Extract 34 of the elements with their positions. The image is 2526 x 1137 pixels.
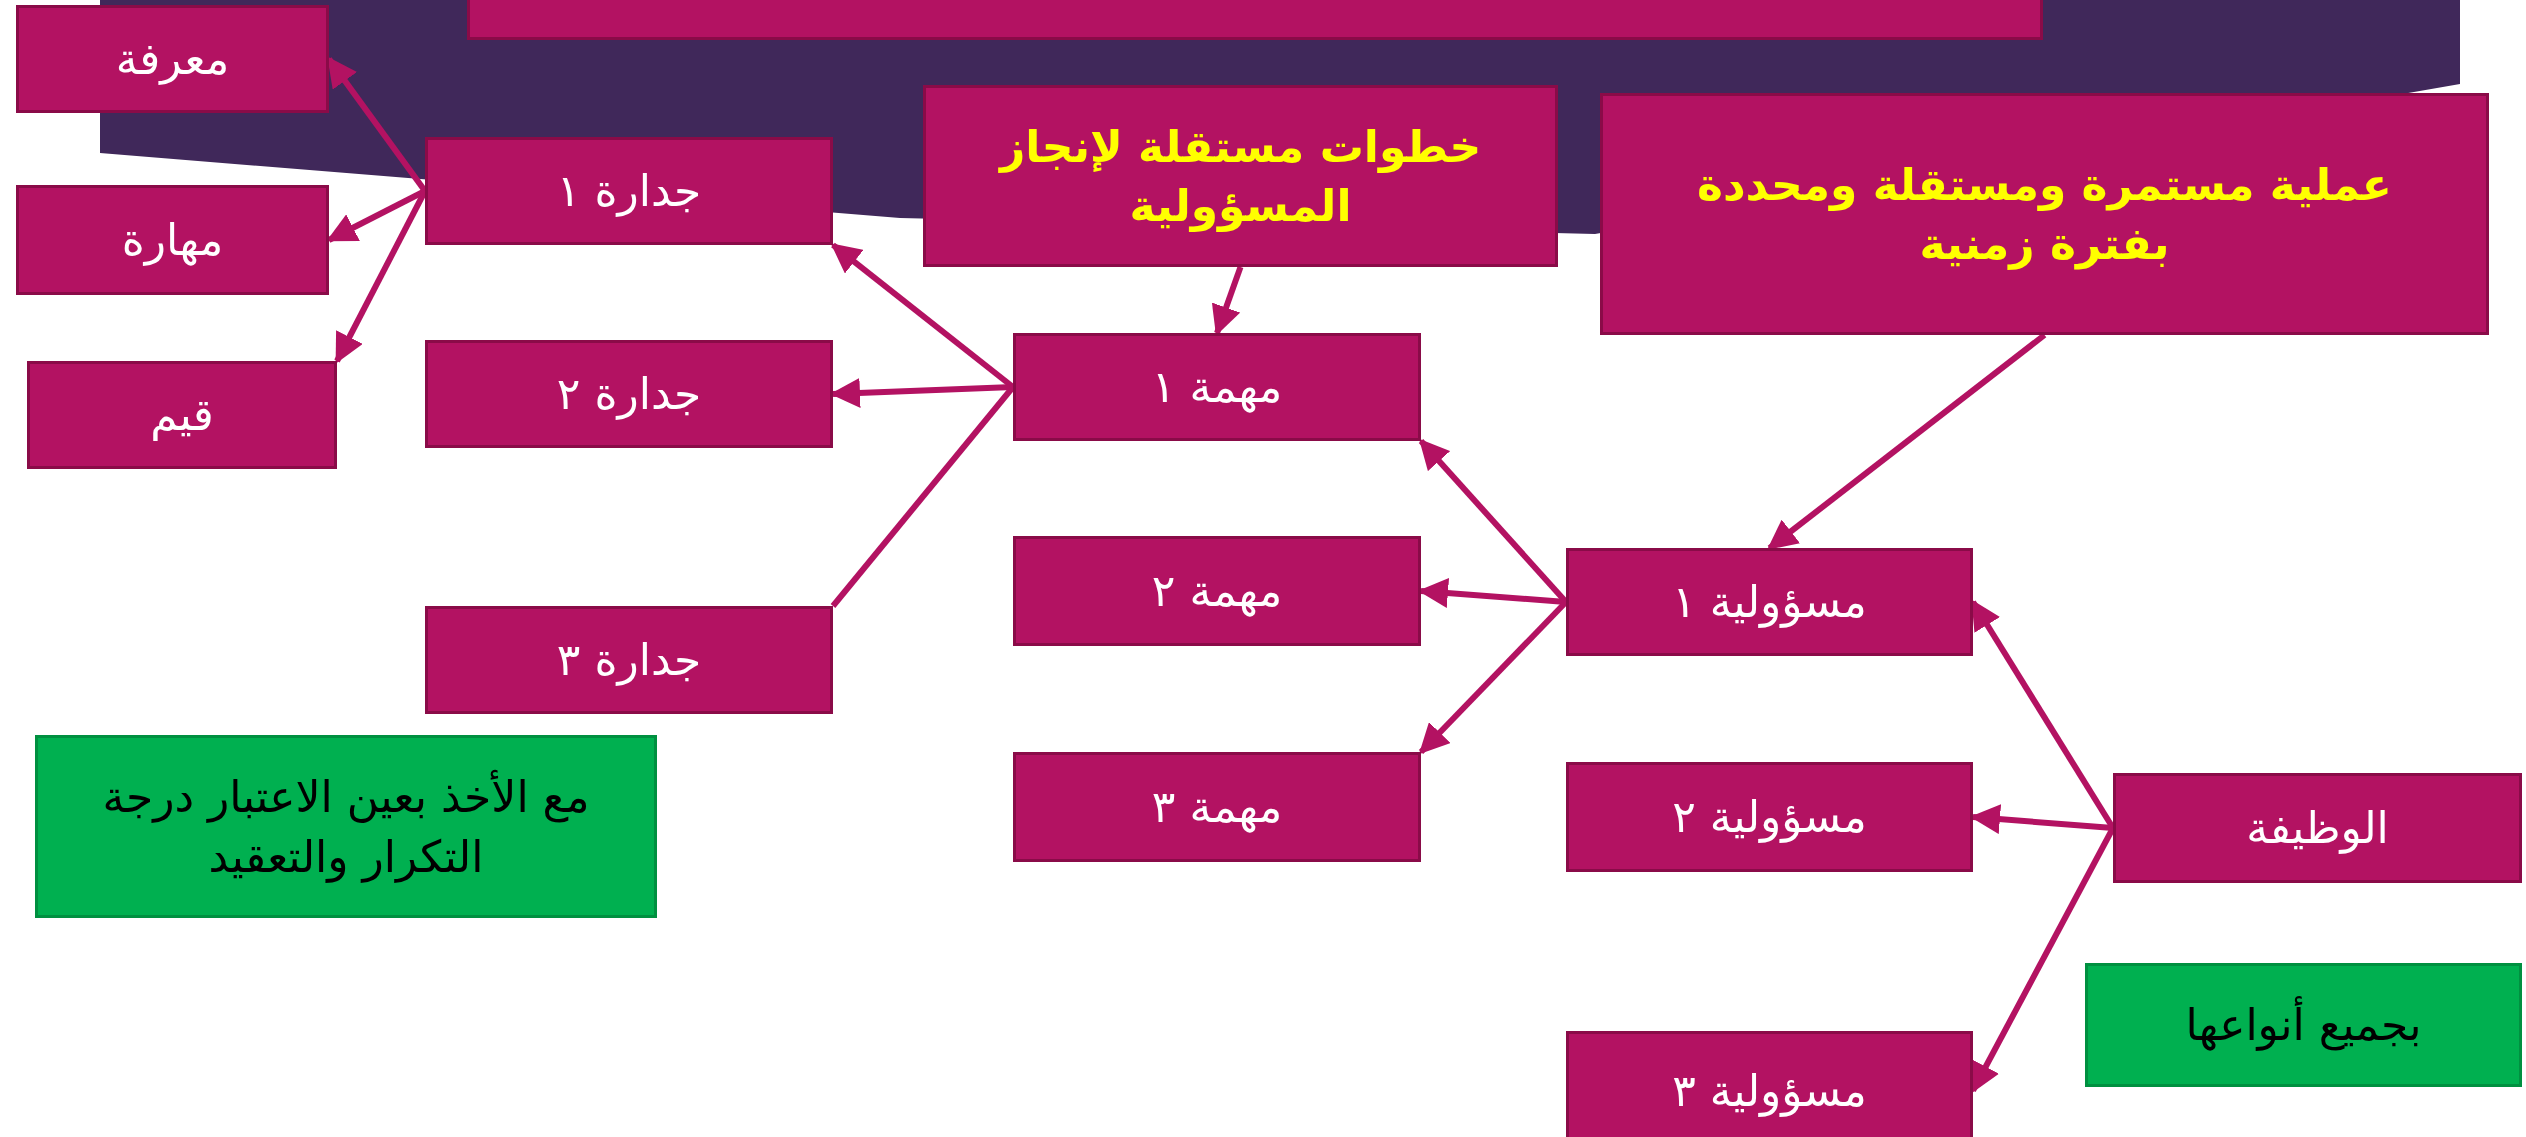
box-text: مهمة ٣ xyxy=(1151,780,1283,835)
box-text: الوظيفة xyxy=(2246,801,2389,856)
process-box xyxy=(1566,548,1973,656)
box-text: مسؤولية ١ xyxy=(1672,575,1867,630)
box-text: جدارة ٢ xyxy=(556,367,702,422)
process-box xyxy=(1013,536,1421,646)
process-box xyxy=(1600,93,2489,335)
box-text: معرفة xyxy=(115,32,230,87)
process-box xyxy=(425,606,833,714)
box-text: مسؤولية ٢ xyxy=(1672,790,1867,845)
process-box xyxy=(27,361,337,469)
box-text: بجميع أنواعها xyxy=(2185,995,2422,1055)
process-box xyxy=(2113,773,2522,883)
process-box xyxy=(16,185,329,295)
box-text: خطوات مستقلة لإنجاز المسؤولية xyxy=(997,119,1483,234)
box-text: مهمة ٢ xyxy=(1151,564,1283,619)
process-box xyxy=(425,137,833,245)
box-text: مهمة ١ xyxy=(1151,360,1283,415)
process-box xyxy=(425,340,833,448)
process-box xyxy=(1566,762,1973,872)
box-text: قيم xyxy=(150,388,214,443)
process-box xyxy=(1013,333,1421,441)
box-text: جدارة ٣ xyxy=(556,633,702,688)
process-box xyxy=(1566,1031,1973,1137)
note-box xyxy=(2085,963,2522,1087)
box-text: جدارة ١ xyxy=(556,164,702,219)
box-text: عملية مستمرة ومستقلة ومحددة بفترة زمنية xyxy=(1696,157,2393,272)
process-box xyxy=(923,85,1558,267)
box-text: مسؤولية ٣ xyxy=(1672,1063,1867,1119)
box-text: مع الأخذ بعين الاعتبار درجة التكرار والتعقيد xyxy=(101,768,591,885)
process-box xyxy=(1013,752,1421,862)
process-box xyxy=(16,5,329,113)
note-box xyxy=(35,735,657,918)
box-text: مهارة xyxy=(121,213,224,268)
